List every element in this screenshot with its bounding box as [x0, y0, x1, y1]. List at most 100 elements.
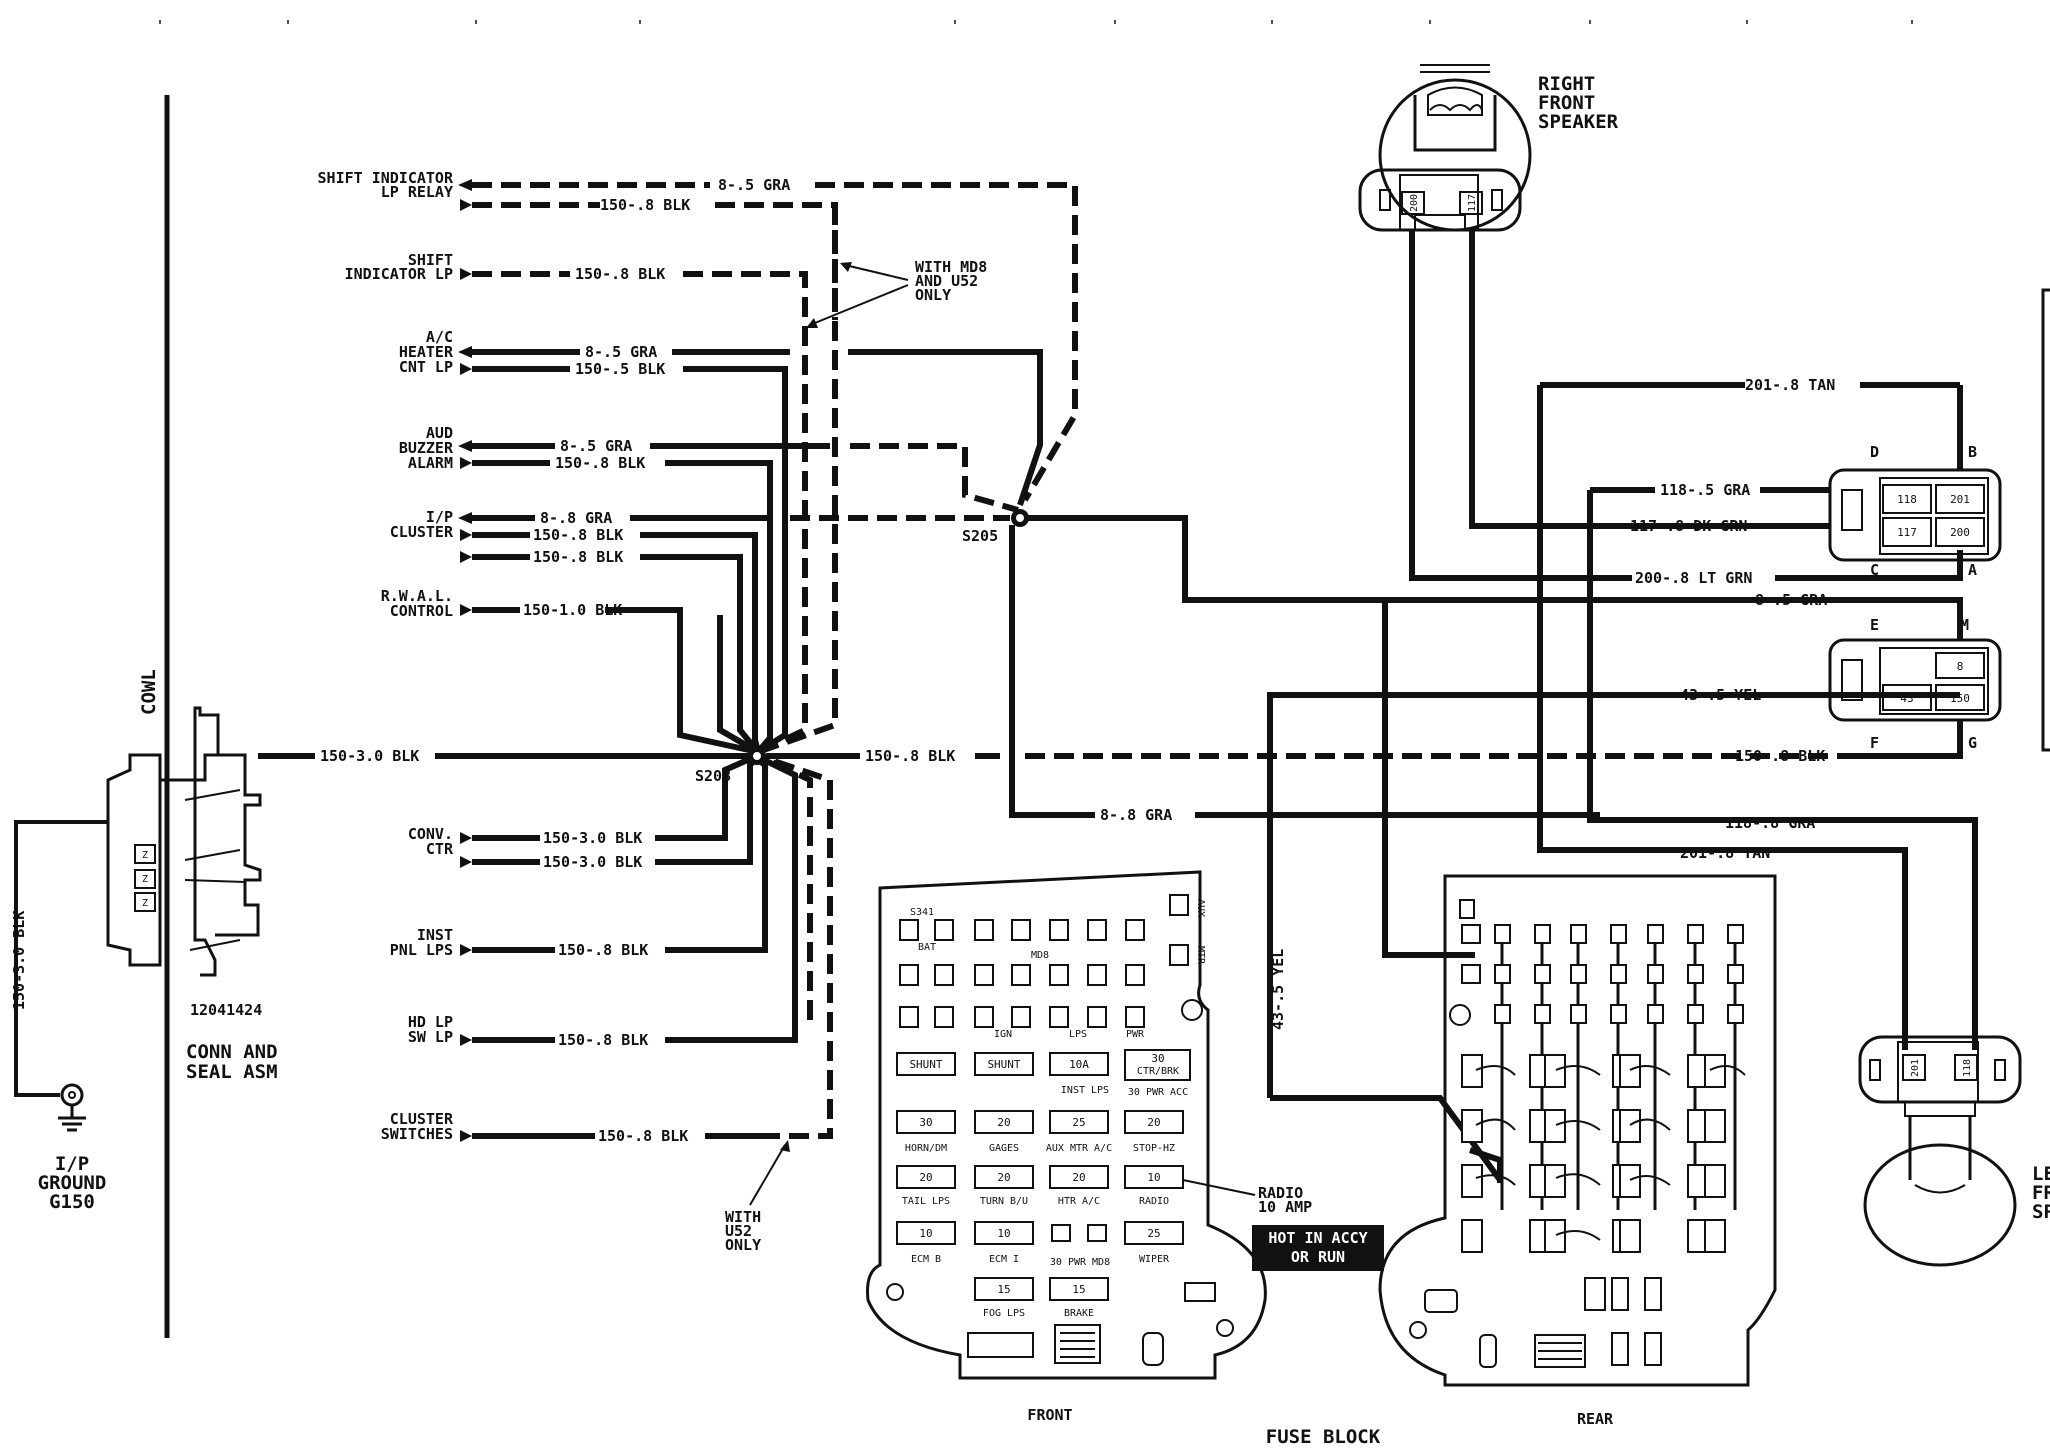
svg-text:GAGES: GAGES [989, 1143, 1019, 1154]
w-118-gra2: 118-.8 GRA [1725, 814, 1815, 832]
rwal-label-1: R.W.A.L. [381, 587, 453, 605]
aud-blk-label: 150-.8 BLK [555, 454, 645, 472]
svg-text:20: 20 [997, 1116, 1010, 1129]
pin-d: D [1870, 443, 1879, 461]
md8-note-3: ONLY [915, 286, 951, 304]
cowl-label: COWL [138, 669, 160, 715]
hot-label-1: HOT IN ACCY [1268, 1229, 1367, 1247]
relay-gra-label: 8-.5 GRA [718, 176, 790, 194]
front-label: FRONT [1027, 1406, 1072, 1424]
pin-e: E [1870, 616, 1879, 634]
clus-label-1: CLUSTER [390, 1110, 454, 1128]
w-201-tan-top: 201-.8 TAN [1745, 376, 1835, 394]
svg-text:WIPER: WIPER [1139, 1254, 1170, 1265]
svg-text:117: 117 [1467, 194, 1478, 212]
conn-seal-asm: Z Z Z [106, 706, 262, 977]
ip-blk2-label: 150-.8 BLK [533, 548, 623, 566]
svg-text:SHUNT: SHUNT [909, 1058, 942, 1071]
right-front-speaker: 200 117 [1358, 64, 1532, 232]
aud-label-1: AUD [426, 424, 453, 442]
fuse-block-front: S341 BAT MD8 IGN LPS PWR AUX MTR SHUNT S… [866, 870, 1267, 1380]
pin-m: M [1960, 616, 1969, 634]
svg-text:ECM B: ECM B [911, 1254, 941, 1265]
pin-g: G [1968, 734, 1977, 752]
w-8-gra: 8-.5 GRA [1755, 591, 1827, 609]
connector-dbca: 118 201 117 200 [1828, 468, 2002, 562]
yel-vert-label: 43-.5 YEL [1269, 949, 1287, 1030]
w-201-tan-bot: 201-.8 TAN [1680, 844, 1770, 862]
svg-text:201: 201 [1910, 1059, 1921, 1077]
rf-label-3: SPEAKER [1538, 111, 1619, 133]
svg-text:15: 15 [997, 1283, 1010, 1296]
svg-text:RADIO: RADIO [1139, 1196, 1169, 1207]
scan-ticks [159, 20, 1913, 24]
lf-label-1: LE [2032, 1163, 2050, 1185]
md8-note-2: AND U52 [915, 272, 978, 290]
w-118-gra: 118-.5 GRA [1660, 481, 1750, 499]
aud-label-2: BUZZER [399, 439, 454, 457]
rwal-label-2: CONTROL [390, 602, 453, 620]
hd-blk-label: 150-.8 BLK [558, 1031, 648, 1049]
svg-text:Z: Z [142, 850, 148, 861]
ground-label-2: GROUND [38, 1172, 107, 1194]
pin-b: B [1968, 443, 1977, 461]
w-150-blk: 150-.8 BLK [1735, 747, 1825, 765]
conv-blk2-label: 150-3.0 BLK [543, 853, 642, 871]
lf-label-3: SP [2032, 1201, 2050, 1223]
ip-gra-label: 8-.8 GRA [540, 509, 612, 527]
ground-wire [14, 820, 108, 1097]
svg-text:MD8: MD8 [1031, 950, 1049, 961]
radio-label-1: RADIO [1258, 1184, 1303, 1202]
left-front-speaker: 201 118 [1858, 1035, 2022, 1267]
svg-text:AUX MTR A/C: AUX MTR A/C [1046, 1143, 1112, 1154]
ip-label-2: CLUSTER [390, 523, 454, 541]
svg-text:10A: 10A [1069, 1058, 1089, 1071]
svg-text:CTR/BRK: CTR/BRK [1137, 1066, 1179, 1077]
hot-badge [1252, 1225, 1384, 1271]
connector-emfg: 8 43 150 [1828, 638, 2002, 722]
conn-label-2: SEAL ASM [186, 1061, 278, 1083]
s208-label: S208 [695, 767, 731, 785]
w-200: 200-.8 LT GRN [1635, 569, 1752, 587]
svg-text:201: 201 [1950, 493, 1970, 506]
shift-blk-label: 150-.8 BLK [575, 265, 665, 283]
svg-text:8: 8 [1957, 660, 1964, 673]
svg-text:20: 20 [919, 1171, 932, 1184]
svg-text:25: 25 [1072, 1116, 1085, 1129]
svg-text:STOP-HZ: STOP-HZ [1133, 1143, 1175, 1154]
shift-relay-label-1: SHIFT INDICATOR [318, 169, 454, 187]
pin-a: A [1968, 561, 1977, 579]
ground-label-3: G150 [49, 1191, 95, 1213]
svg-text:HTR A/C: HTR A/C [1058, 1196, 1100, 1207]
ac-label-2: HEATER [399, 343, 454, 361]
shift-lp-label-2: INDICATOR LP [345, 265, 453, 283]
part-number: 12041424 [190, 1001, 262, 1019]
svg-text:Z: Z [142, 874, 148, 885]
svg-text:30: 30 [919, 1116, 932, 1129]
svg-text:25: 25 [1147, 1227, 1160, 1240]
svg-text:10: 10 [1147, 1171, 1160, 1184]
md8-note-1: WITH MD8 [915, 258, 987, 276]
svg-text:BRAKE: BRAKE [1064, 1308, 1094, 1319]
s205-gra-label: 8-.8 GRA [1100, 806, 1172, 824]
relay-blk-label: 150-.8 BLK [600, 196, 690, 214]
rear-label: REAR [1577, 1410, 1614, 1428]
w-43-yel: 43-.5 YEL [1680, 686, 1761, 704]
pin-f: F [1870, 734, 1879, 752]
svg-text:20: 20 [1072, 1171, 1085, 1184]
inst-blk-label: 150-.8 BLK [558, 941, 648, 959]
svg-text:150: 150 [1950, 692, 1970, 705]
svg-text:SHUNT: SHUNT [987, 1058, 1020, 1071]
svg-text:HORN/DM: HORN/DM [905, 1143, 947, 1154]
ip-blk1-label: 150-.8 BLK [533, 526, 623, 544]
svg-text:10: 10 [997, 1227, 1010, 1240]
svg-text:43: 43 [1900, 692, 1913, 705]
main-wire-label: 150-3.0 BLK [320, 747, 419, 765]
svg-text:10: 10 [919, 1227, 932, 1240]
svg-text:INST LPS: INST LPS [1061, 1085, 1109, 1096]
aud-gra-label: 8-.5 GRA [560, 437, 632, 455]
ip-label-1: I/P [426, 508, 453, 526]
ac-label-3: CNT LP [399, 358, 453, 376]
rwal-blk-label: 150-1.0 BLK [523, 601, 622, 619]
